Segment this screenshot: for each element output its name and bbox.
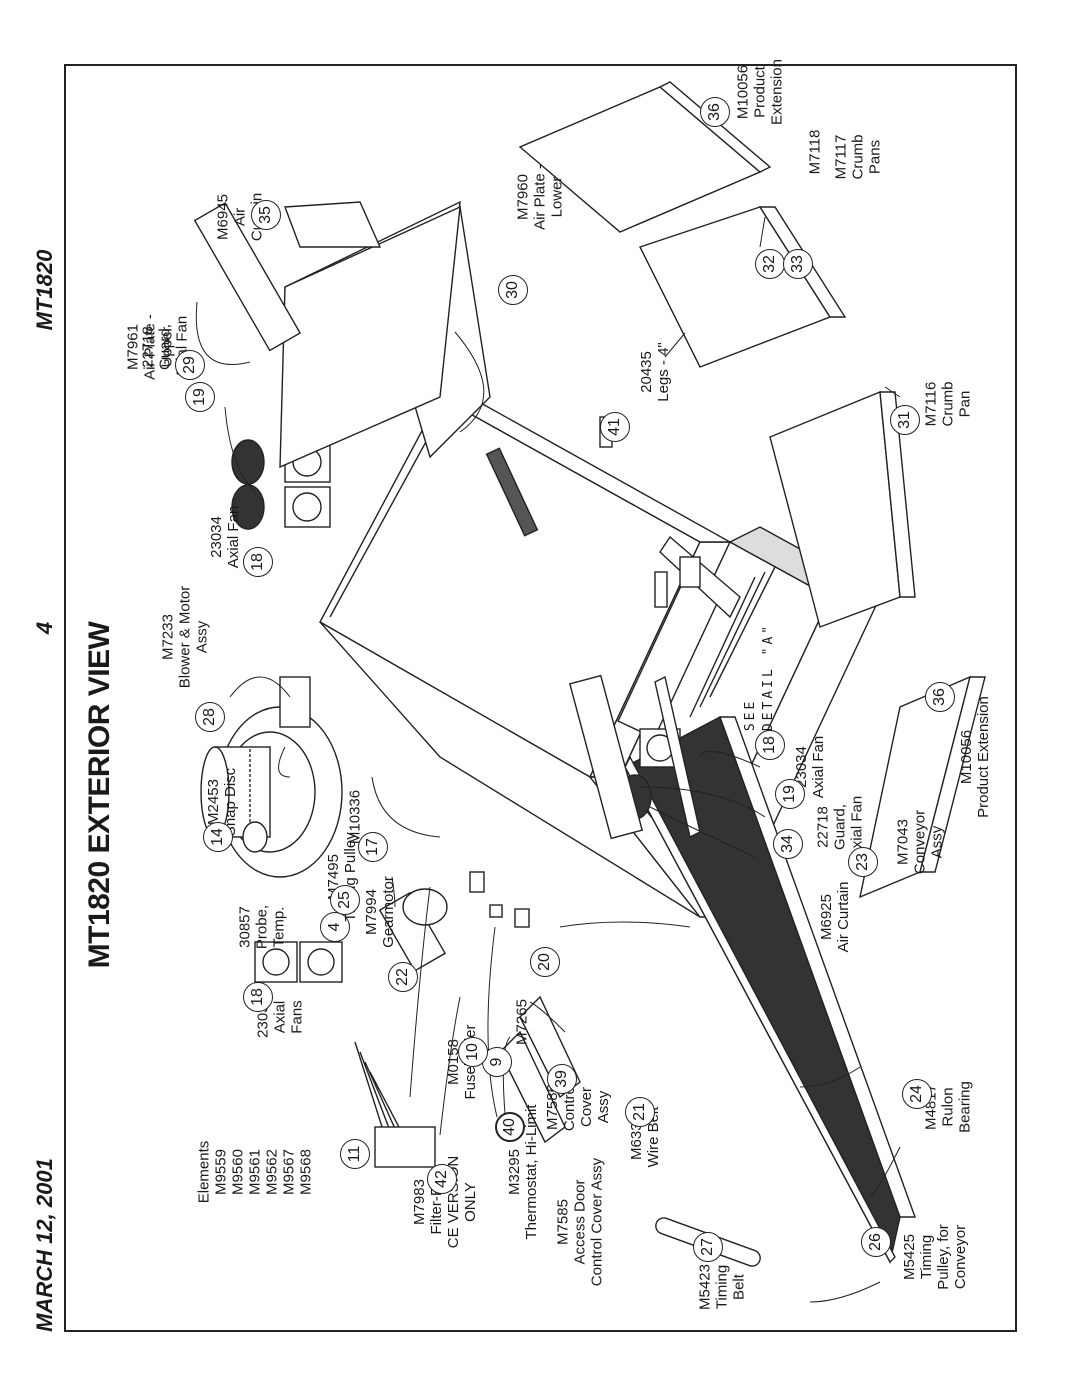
callout-23[interactable]: 23 <box>848 847 878 877</box>
callout-22[interactable]: 22 <box>388 962 418 992</box>
part-label-11: Elements M9559 M9560 M9561 M9562 M9567 M… <box>195 1140 315 1204</box>
callout-18-bottom[interactable]: 18 <box>755 730 785 760</box>
callout-28[interactable]: 28 <box>195 702 225 732</box>
part-label-18-top: 23034 Axial Fan <box>208 505 242 569</box>
snap-disc-art <box>242 821 268 853</box>
callout-31[interactable]: 31 <box>890 405 920 435</box>
callout-27[interactable]: 27 <box>693 1232 723 1262</box>
part-label-26: M5425 Timing Pulley, for Conveyor <box>901 1224 969 1290</box>
callout-24[interactable]: 24 <box>902 1079 932 1109</box>
callout-34[interactable]: 34 <box>773 829 803 859</box>
part-label-40: M7585 Access Door Control Cover Assy <box>554 1157 606 1287</box>
product-extension-bottom-art <box>859 675 986 899</box>
callout-33[interactable]: 33 <box>783 249 813 279</box>
part-label-30: M7960 Air Plate - Lower <box>514 164 566 230</box>
callout-39[interactable]: 39 <box>547 1064 577 1094</box>
see-detail-a-note: SEE DETAIL "A" <box>743 622 776 732</box>
callout-17[interactable]: 17 <box>358 832 388 862</box>
part-label-23: M7043 Conveyor Assy <box>894 809 946 875</box>
callout-18-top[interactable]: 18 <box>243 547 273 577</box>
side-fans-left-art <box>254 941 343 983</box>
crumb-pan-31-art <box>769 390 916 628</box>
callout-19-top[interactable]: 19 <box>185 382 215 412</box>
callout-35[interactable]: 35 <box>251 200 281 230</box>
callout-11[interactable]: 11 <box>340 1139 370 1169</box>
callout-30[interactable]: 30 <box>498 275 528 305</box>
part-label-32: M7118 <box>806 129 824 175</box>
part-label-4: 30857 Probe, Temp. <box>236 904 288 950</box>
part-label-41: 20435 Legs - 4" <box>638 342 672 402</box>
callout-29[interactable]: 29 <box>175 350 205 380</box>
air-curtain-lower-art <box>568 674 701 840</box>
part-label-27: M5423 Timing Belt <box>696 1264 748 1310</box>
control-panel-art <box>659 535 741 619</box>
part-label-20: M7265 <box>513 999 531 1045</box>
fuseholder-art <box>469 871 530 928</box>
callout-40[interactable]: 40 <box>495 1112 525 1142</box>
callout-32[interactable]: 32 <box>755 249 785 279</box>
heating-elements-art <box>354 1041 436 1168</box>
air-plates-art <box>193 200 491 469</box>
product-extension-top-art <box>518 81 772 233</box>
callout-36-bottom[interactable]: 36 <box>925 682 955 712</box>
callout-18-left[interactable]: 18 <box>243 982 273 1012</box>
part-label-31: M7116 Crumb Pan <box>922 381 974 427</box>
callout-20[interactable]: 20 <box>530 947 560 977</box>
leader-lines <box>195 216 901 1303</box>
oven-cabinet <box>319 396 882 968</box>
part-label-34: M6925 Air Curtain <box>818 881 852 953</box>
callout-36-top[interactable]: 36 <box>700 97 730 127</box>
callout-19-bottom[interactable]: 19 <box>775 779 805 809</box>
callout-25[interactable]: 25 <box>330 885 360 915</box>
part-label-22: M7994 Gearmotor <box>363 876 397 948</box>
callout-21[interactable]: 21 <box>625 1097 655 1127</box>
part-label-36-top: M10056 Product Extension <box>734 59 786 125</box>
callout-42[interactable]: 42 <box>427 1164 457 1194</box>
callout-26[interactable]: 26 <box>861 1227 891 1257</box>
part-label-33: M7117 Crumb Pans <box>832 134 884 180</box>
part-label-36-bottom: M10056 Product Extension <box>958 696 992 818</box>
conveyor-art <box>624 716 916 1264</box>
callout-41[interactable]: 41 <box>600 412 630 442</box>
part-label-29: M7961 Air Plate - Upper <box>124 314 176 380</box>
callout-14[interactable]: 14 <box>203 822 233 852</box>
part-label-28: M7233 Blower & Motor Assy <box>159 585 211 689</box>
callout-10[interactable]: 10 <box>458 1037 488 1067</box>
